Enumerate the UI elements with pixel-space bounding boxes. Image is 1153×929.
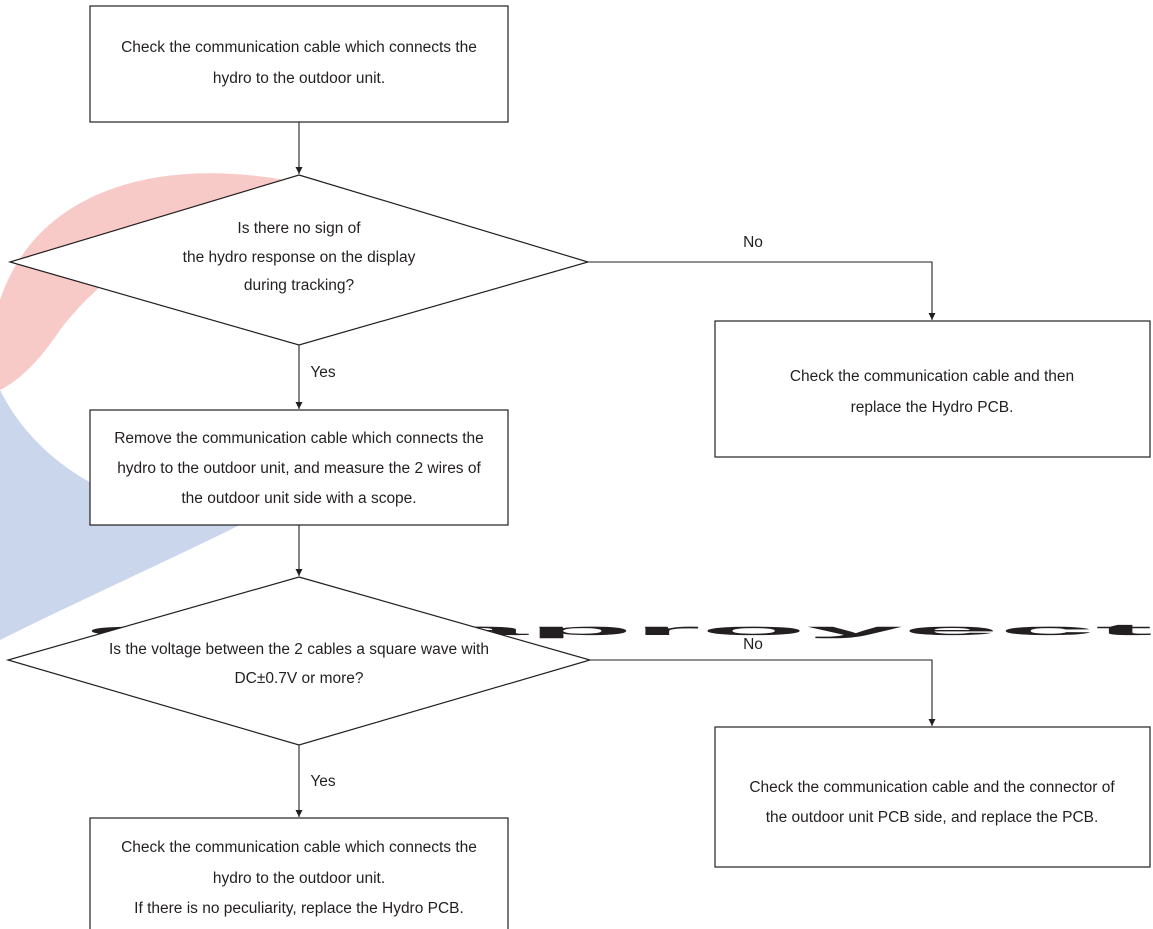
node-result-no1-line-2: replace the Hydro PCB. [851, 399, 1014, 416]
watermark-swoosh-red [0, 173, 330, 390]
edge-decision1-no [588, 261, 936, 320]
edge-decision2-no [590, 659, 936, 726]
node-decision1: Is there no sign of the hydro response o… [7, 174, 591, 346]
node-result-yes2-line-3: If there is no peculiarity, replace the … [134, 900, 464, 917]
node-decision1-line-3: during tracking? [244, 277, 355, 294]
node-start: Check the communication cable which conn… [89, 5, 509, 123]
edge-label-decision1-no: No [743, 234, 763, 251]
node-measure: Remove the communication cable which con… [89, 409, 509, 526]
node-measure-line-1: Remove the communication cable which con… [114, 430, 484, 447]
node-result-no1-line-1: Check the communication cable and then [790, 368, 1074, 385]
edge-label-decision2-yes: Yes [310, 773, 336, 790]
node-start-line-1: Check the communication cable which conn… [121, 39, 477, 56]
edges [295, 122, 936, 817]
edge-label-decision2-no: No [743, 636, 763, 653]
node-measure-line-3: the outdoor unit side with a scope. [181, 490, 416, 507]
node-measure-line-2: hydro to the outdoor unit, and measure t… [117, 460, 481, 477]
node-result-yes2: Check the communication cable which conn… [89, 817, 509, 929]
node-result-yes2-line-1: Check the communication cable which conn… [121, 839, 477, 856]
node-decision1-line-2: the hydro response on the display [183, 249, 416, 266]
node-result-no2: Check the communication cable and the co… [714, 726, 1151, 868]
node-decision1-line-1: Is there no sign of [237, 220, 361, 237]
node-start-line-2: hydro to the outdoor unit. [213, 70, 385, 87]
node-decision2: Is the voltage between the 2 cables a sq… [5, 576, 593, 746]
edge-label-decision1-yes: Yes [310, 364, 336, 381]
node-result-yes2-line-2: hydro to the outdoor unit. [213, 870, 385, 887]
node-result-no1: Check the communication cable and then r… [714, 320, 1151, 458]
node-decision2-line-1: Is the voltage between the 2 cables a sq… [109, 641, 489, 658]
node-result-no2-line-2: the outdoor unit PCB side, and replace t… [766, 809, 1099, 826]
node-decision2-line-2: DC±0.7V or more? [234, 670, 363, 687]
node-result-no2-line-1: Check the communication cable and the co… [749, 779, 1115, 796]
